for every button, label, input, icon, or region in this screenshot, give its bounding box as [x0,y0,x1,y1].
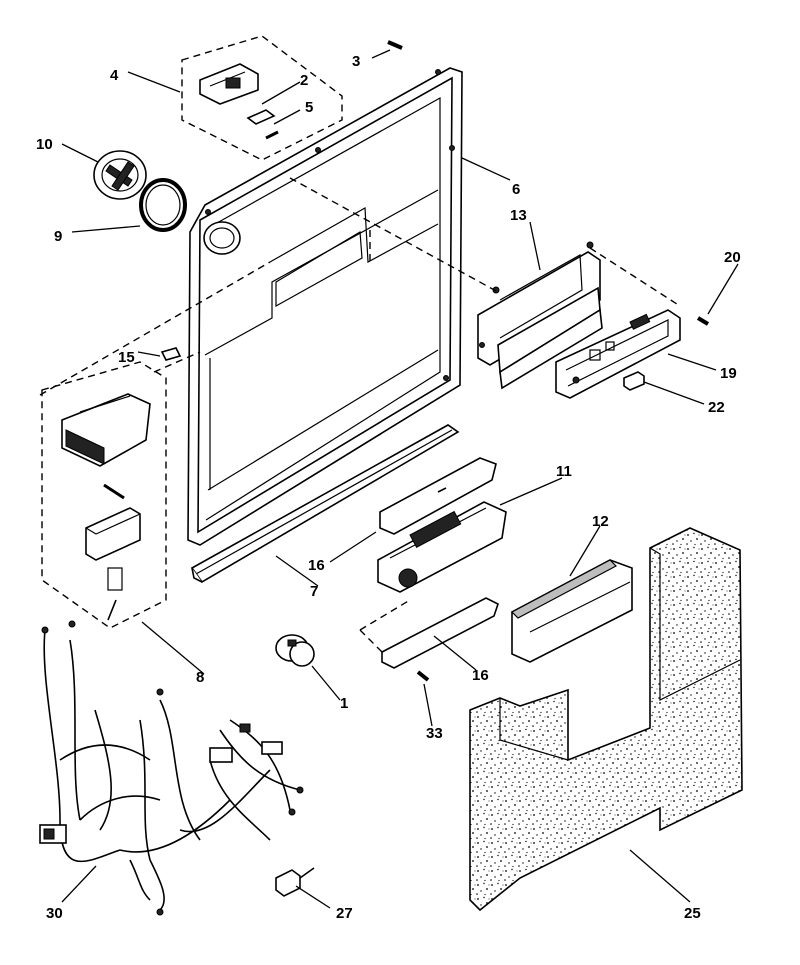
dispenser-actuator [61,393,151,467]
part-label-8: 8 [196,669,204,686]
part-label-9: 9 [54,228,62,245]
latch-screw [265,130,279,140]
part-label-13: 13 [510,207,527,224]
top-screw [387,40,403,50]
door-knob [275,634,315,667]
vent-gasket [139,178,187,232]
latch-strike [246,109,276,125]
part-label-6: 6 [512,181,520,198]
dispenser-spring [103,483,125,500]
part-label-22: 22 [708,399,725,416]
control-switch-panel [555,309,681,399]
vent-cover [93,150,147,200]
insulation-blanket [469,527,743,912]
part-label-7: 7 [310,583,318,600]
part-label-12: 12 [592,513,609,530]
part-label-10: 10 [36,136,53,153]
handle-screw [416,670,430,682]
door-handle [377,501,507,593]
panel-screw [696,316,710,326]
part-label-5: 5 [305,99,313,116]
console-bracket [477,241,603,390]
dispenser-solenoid [85,507,141,621]
part-label-20: 20 [724,249,741,266]
part-label-16-lower: 16 [472,667,489,684]
part-label-11: 11 [556,463,572,480]
part-label-3: 3 [352,53,360,70]
handle-cap-lower [381,597,499,669]
vent-baffle [511,559,633,663]
part-label-1: 1 [340,695,348,712]
part-label-25: 25 [684,905,701,922]
part-label-16-upper: 16 [308,557,325,574]
part-label-4: 4 [110,67,119,84]
part-label-33: 33 [426,725,443,742]
part-label-2: 2 [300,72,308,89]
harness-connector [275,867,315,897]
part-label-30: 30 [46,905,63,922]
latch-bracket [199,63,259,105]
bottom-trim-strip [190,424,460,584]
inner-door-panel [187,67,463,546]
part-label-27: 27 [336,905,353,922]
handle-cap-upper [379,457,497,535]
wire-harness [39,620,304,916]
clip [160,347,182,361]
switch-button [623,371,645,391]
part-label-19: 19 [720,365,737,382]
part-label-15: 15 [118,349,135,366]
